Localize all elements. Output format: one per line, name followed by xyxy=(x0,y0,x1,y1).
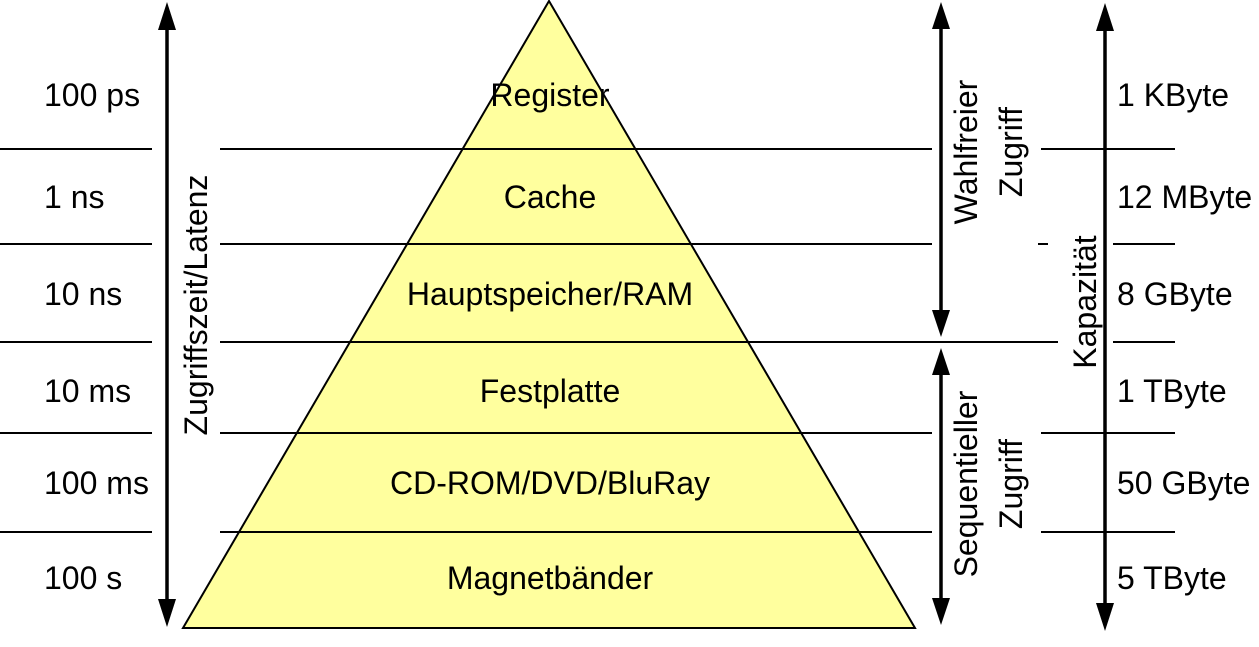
level-label-tape: Magnetbänder xyxy=(447,560,654,596)
sequential-access-label-line2: Zugriff xyxy=(993,439,1029,529)
latency-value-tape: 100 s xyxy=(44,560,122,596)
capacity-axis-arrow-icon xyxy=(1096,3,1114,631)
latency-value-hdd: 10 ms xyxy=(44,373,131,409)
level-label-ram: Hauptspeicher/RAM xyxy=(407,276,693,312)
capacity-value-tape: 5 TByte xyxy=(1117,560,1227,596)
latency-value-cache: 1 ns xyxy=(44,179,104,215)
pyramid-shape xyxy=(181,0,917,629)
level-label-optical: CD-ROM/DVD/BluRay xyxy=(390,465,710,501)
capacity-values: 1 KByte 12 MByte 8 GByte 1 TByte 50 GByt… xyxy=(1117,77,1252,596)
level-labels: Register Cache Hauptspeicher/RAM Festpla… xyxy=(390,77,710,596)
separator-lines xyxy=(0,148,1175,533)
level-label-hdd: Festplatte xyxy=(480,373,621,409)
latency-value-ram: 10 ns xyxy=(44,276,122,312)
latency-value-register: 100 ps xyxy=(44,77,140,113)
latency-axis-label: Zugriffszeit/Latenz xyxy=(178,175,214,436)
capacity-value-ram: 8 GByte xyxy=(1117,276,1233,312)
capacity-value-optical: 50 GByte xyxy=(1117,465,1250,501)
sequential-access-arrow-icon xyxy=(932,348,950,625)
random-access-label-line2: Zugriff xyxy=(993,107,1029,197)
sequential-access-label-line1: Sequentieller xyxy=(948,390,984,577)
capacity-axis-label: Kapazität xyxy=(1067,235,1103,369)
capacity-value-register: 1 KByte xyxy=(1117,77,1229,113)
latency-axis-arrow-icon xyxy=(158,2,176,627)
level-label-cache: Cache xyxy=(504,179,597,215)
capacity-value-cache: 12 MByte xyxy=(1117,179,1252,215)
latency-values: 100 ps 1 ns 10 ns 10 ms 100 ms 100 s xyxy=(44,77,149,596)
level-label-register: Register xyxy=(490,77,610,113)
random-access-arrow-icon xyxy=(932,2,950,337)
latency-value-optical: 100 ms xyxy=(44,465,149,501)
random-access-label-line1: Wahlfreier xyxy=(948,79,984,224)
capacity-value-hdd: 1 TByte xyxy=(1117,373,1227,409)
